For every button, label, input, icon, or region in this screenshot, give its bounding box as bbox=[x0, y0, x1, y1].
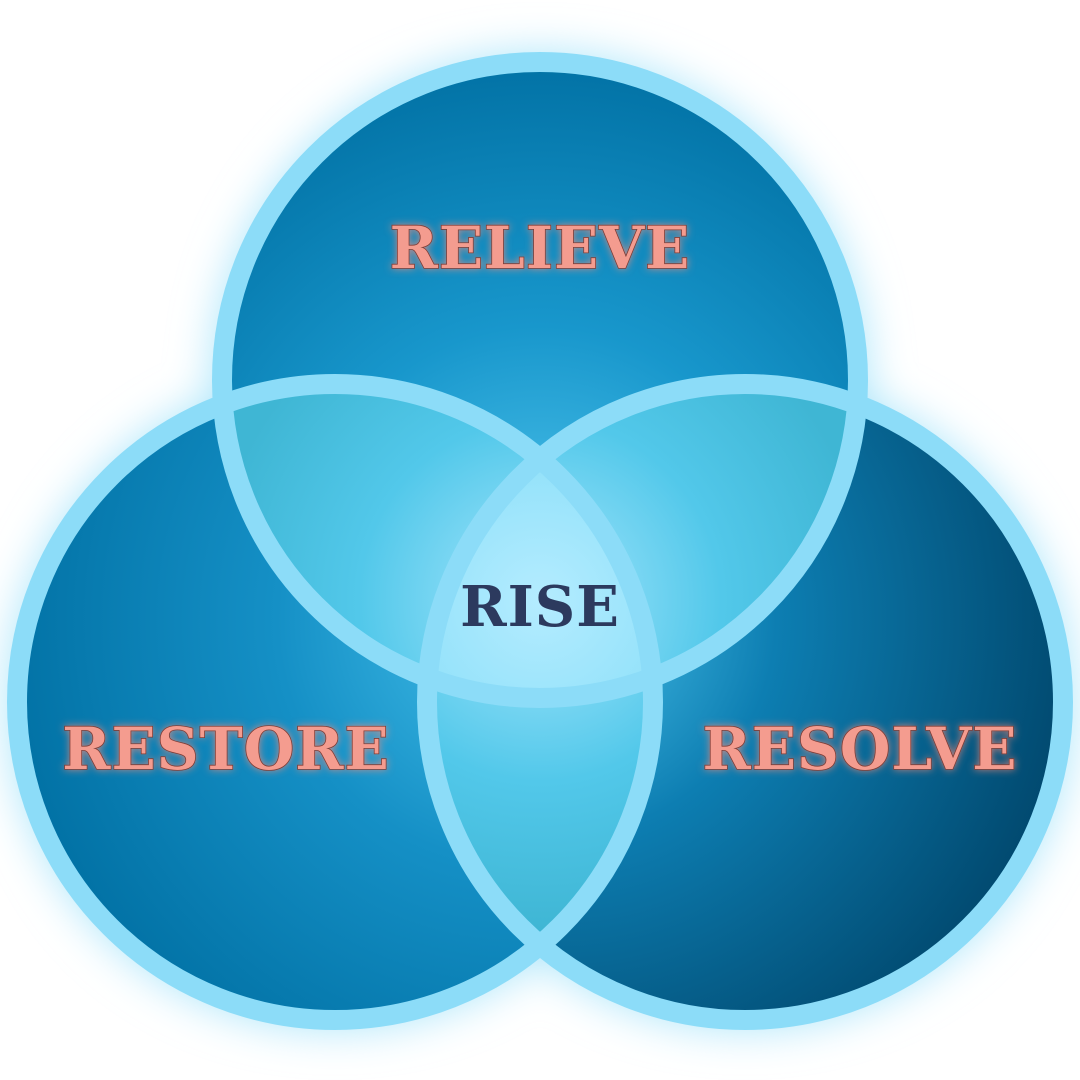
label-relieve: RELIEVE bbox=[390, 214, 691, 282]
label-restore: RESTORE bbox=[62, 715, 389, 783]
circle-rings bbox=[7, 52, 1073, 1030]
label-rise: RISE bbox=[460, 574, 620, 640]
label-resolve: RESOLVE bbox=[703, 715, 1018, 783]
overlap-center bbox=[427, 384, 653, 698]
